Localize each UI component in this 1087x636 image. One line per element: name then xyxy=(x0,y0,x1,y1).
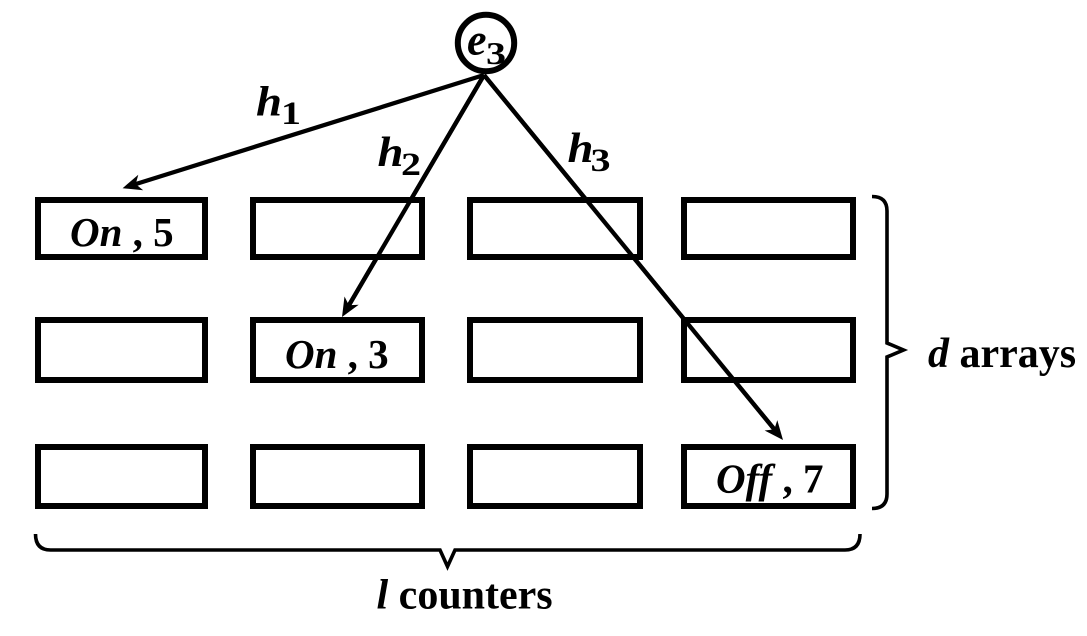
svg-text:3: 3 xyxy=(591,143,611,179)
svg-text:Off , 7: Off , 7 xyxy=(716,456,823,502)
svg-text:2: 2 xyxy=(401,147,421,183)
svg-text:On , 3: On , 3 xyxy=(285,331,389,377)
svg-text:h: h xyxy=(568,126,594,172)
svg-text:h: h xyxy=(256,80,282,126)
svg-text:l counters: l counters xyxy=(377,573,553,619)
svg-text:d arrays: d arrays xyxy=(928,331,1076,377)
svg-text:On , 5: On , 5 xyxy=(70,209,174,255)
svg-text:1: 1 xyxy=(281,96,301,132)
svg-text:3: 3 xyxy=(486,35,506,71)
svg-text:h: h xyxy=(378,130,404,176)
svg-text:e: e xyxy=(467,15,487,64)
